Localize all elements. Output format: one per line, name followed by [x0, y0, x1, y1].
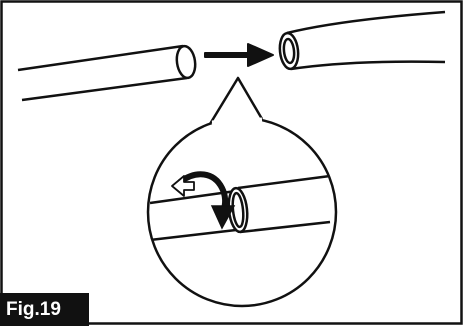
push-arrow-icon: [204, 43, 274, 67]
figure-label: Fig.19: [0, 293, 89, 326]
right-hose: [278, 10, 446, 71]
zoomed-joint: [149, 174, 331, 242]
left-rod: [17, 44, 197, 102]
twist-arrow-icon: [171, 171, 236, 230]
